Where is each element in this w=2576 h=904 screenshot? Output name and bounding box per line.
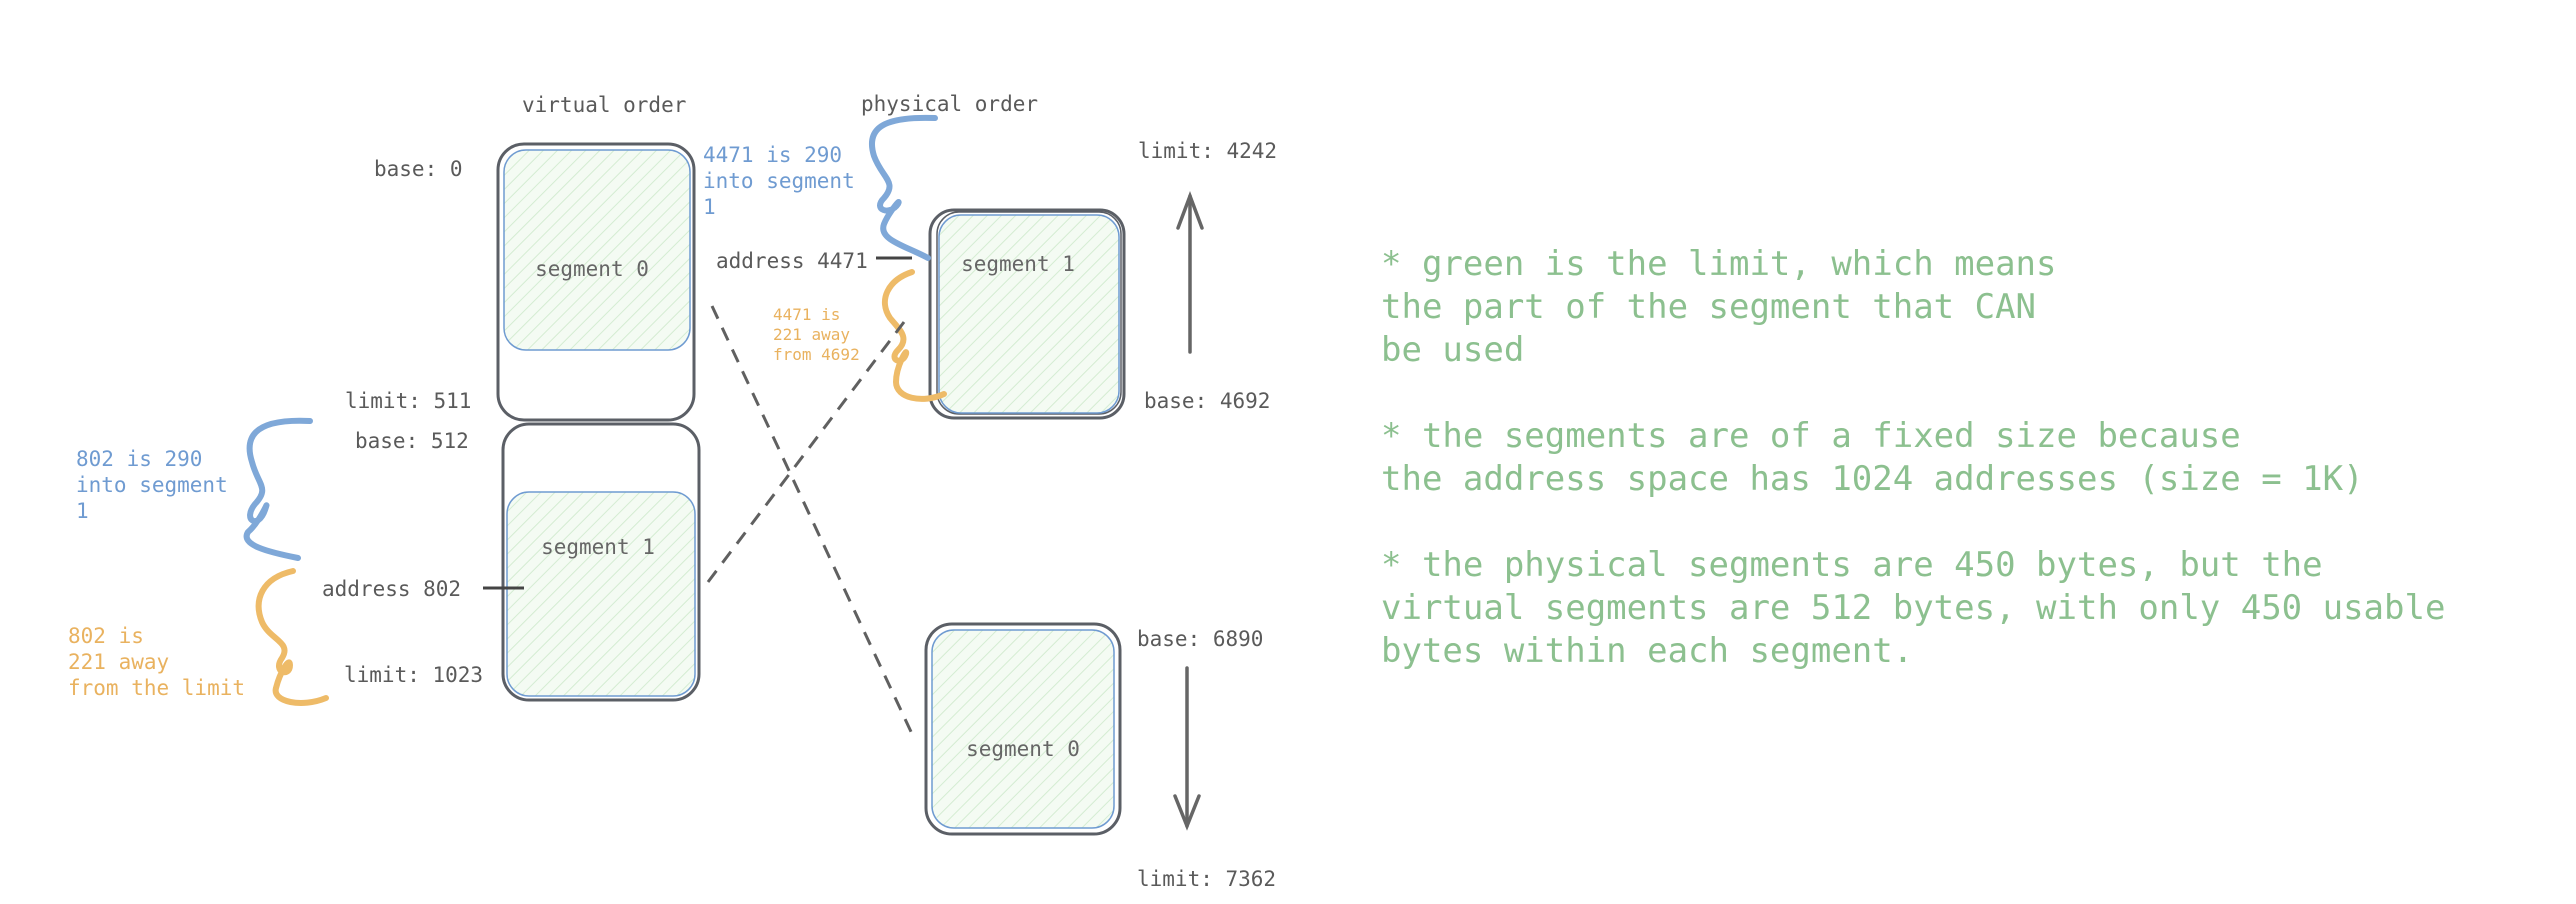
virtual-limit-note: 802 is 221 away from the limit <box>68 624 245 700</box>
physical-segment-1: segment 1 <box>928 208 1126 420</box>
physical-orange-squiggle <box>882 269 947 402</box>
note-line: virtual segments are 512 bytes, with onl… <box>1381 588 2445 628</box>
svg-text:221 away: 221 away <box>773 325 850 344</box>
mapping-line-segment-0 <box>710 305 915 737</box>
arrow-down-icon <box>1173 666 1201 831</box>
virtual-offset-note: 802 is 290 into segment 1 <box>76 447 228 523</box>
svg-text:from the limit: from the limit <box>68 676 245 700</box>
note-line: the part of the segment that CAN <box>1381 287 2036 327</box>
physical-blue-squiggle <box>868 114 938 261</box>
svg-text:4471 is 290: 4471 is 290 <box>703 143 842 167</box>
virtual-segment-0-label: segment 0 <box>535 257 649 281</box>
svg-text:4471 is: 4471 is <box>773 305 840 324</box>
physical-address-4471: address 4471 <box>716 249 868 273</box>
note-line: * the segments are of a fixed size becau… <box>1381 416 2241 456</box>
physical-limit-note: 4471 is 221 away from 4692 <box>773 305 860 364</box>
virtual-blue-squiggle <box>243 417 313 561</box>
note-line: the address space has 1024 addresses (si… <box>1381 459 2364 499</box>
virtual-segment-0: segment 0 <box>496 142 696 422</box>
virtual-segment-1: segment 1 <box>501 422 701 702</box>
physical-limit-7362: limit: 7362 <box>1137 867 1276 891</box>
virtual-base-0: base: 0 <box>374 157 463 181</box>
svg-text:1: 1 <box>703 195 716 219</box>
explanation-notes: * green is the limit, which means the pa… <box>1381 244 2445 671</box>
physical-segment-1-label: segment 1 <box>961 252 1075 276</box>
virtual-limit-511: limit: 511 <box>345 389 471 413</box>
virtual-order-header: virtual order <box>522 93 686 117</box>
svg-text:221 away: 221 away <box>68 650 169 674</box>
physical-order-header: physical order <box>861 92 1038 116</box>
svg-text:802 is 290: 802 is 290 <box>76 447 202 471</box>
physical-offset-note: 4471 is 290 into segment 1 <box>703 143 855 219</box>
svg-text:from 4692: from 4692 <box>773 345 860 364</box>
note-line: * the physical segments are 450 bytes, b… <box>1381 545 2323 585</box>
virtual-segment-1-label: segment 1 <box>541 535 655 559</box>
mapping-line-segment-1 <box>706 321 906 583</box>
physical-segment-0-label: segment 0 <box>966 737 1080 761</box>
virtual-base-512: base: 512 <box>355 429 469 453</box>
physical-base-4692: base: 4692 <box>1144 389 1270 413</box>
virtual-address-802: address 802 <box>322 577 461 601</box>
note-line: be used <box>1381 330 1524 370</box>
physical-base-6890: base: 6890 <box>1137 627 1263 651</box>
svg-text:802 is: 802 is <box>68 624 144 648</box>
physical-segment-0: segment 0 <box>924 622 1122 836</box>
note-line: bytes within each segment. <box>1381 631 1913 671</box>
virtual-orange-squiggle <box>255 568 329 706</box>
svg-text:into segment: into segment <box>703 169 855 193</box>
physical-limit-4242: limit: 4242 <box>1138 139 1277 163</box>
virtual-limit-1023: limit: 1023 <box>344 663 483 687</box>
note-line: * green is the limit, which means <box>1381 244 2057 284</box>
svg-text:into segment: into segment <box>76 473 228 497</box>
arrow-up-icon <box>1176 191 1204 354</box>
svg-text:1: 1 <box>76 499 89 523</box>
